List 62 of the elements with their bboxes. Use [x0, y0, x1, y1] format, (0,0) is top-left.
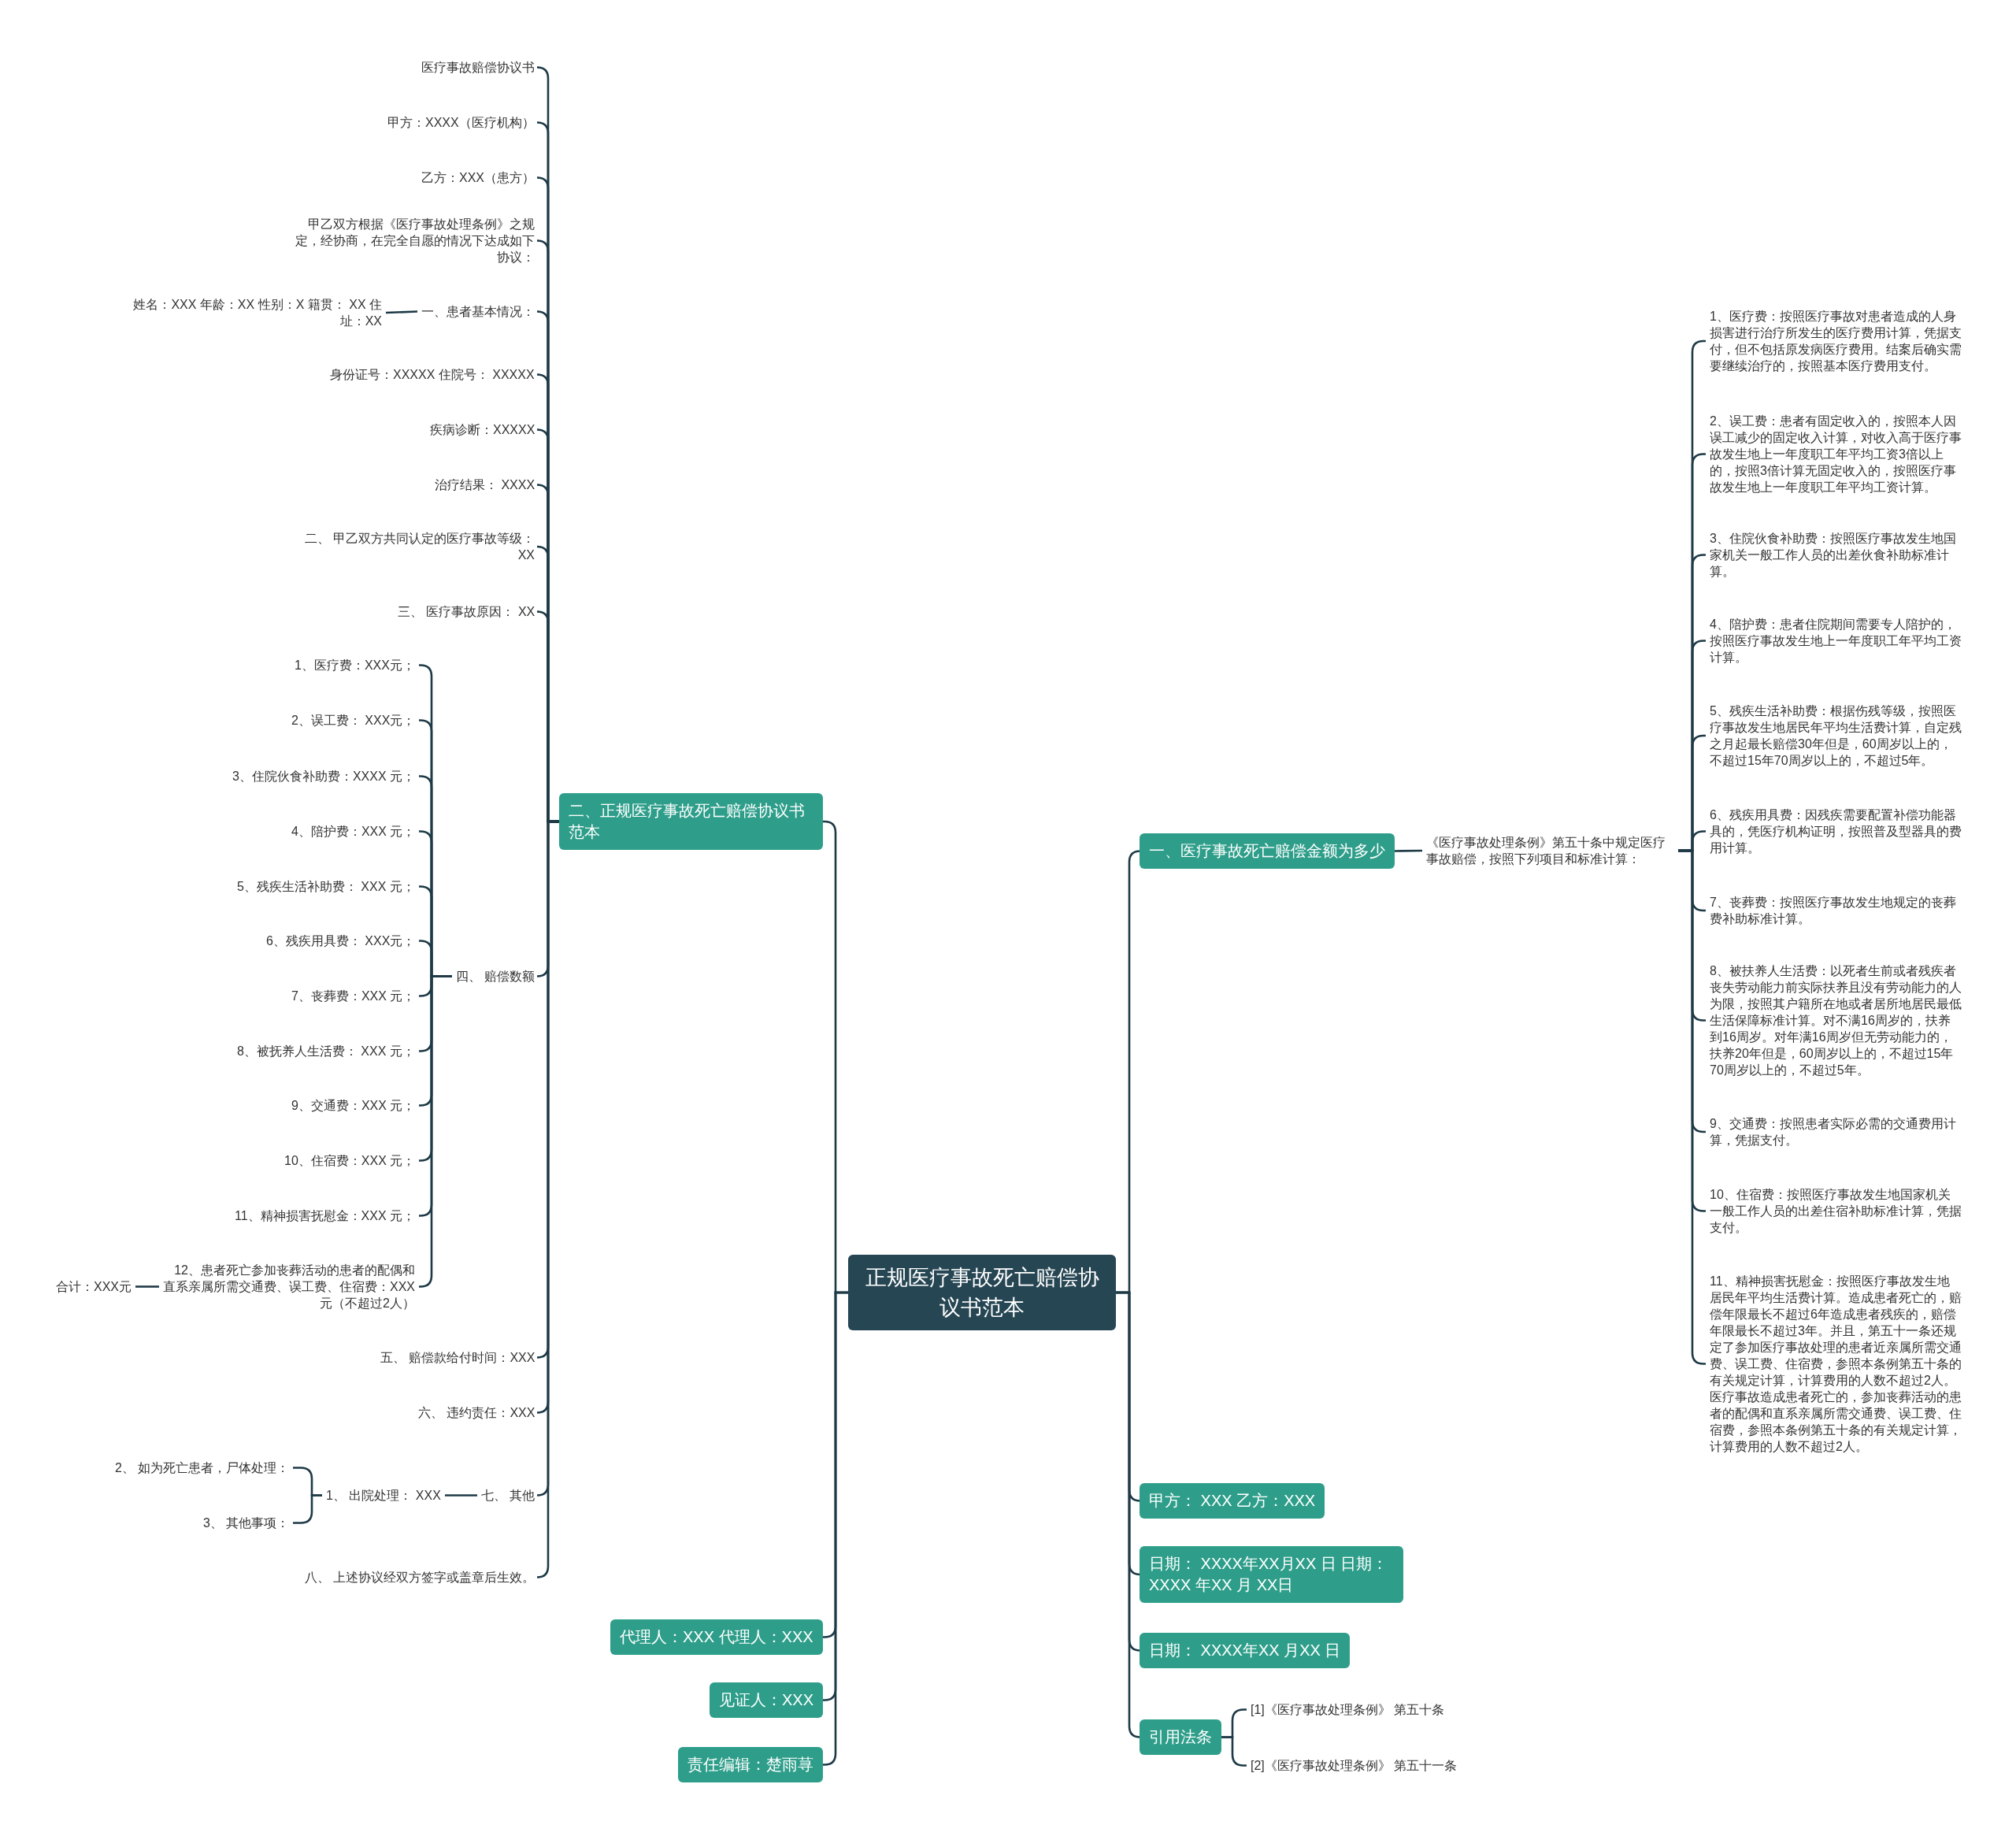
- topic-text: 二、 甲乙双方共同认定的医疗事故等级： XX: [287, 530, 539, 563]
- topic-text: 2、误工费：患者有固定收入的，按照本人因误工减少的固定收入计算，对收入高于医疗事故发生地上一年度职工年平均工资3倍以上的，按照3倍计算无固定收入的，按照医疗事故发生地上一年度职工年平均工资计算。: [1706, 412, 1966, 495]
- topic-box: 引用法条: [1140, 1719, 1221, 1755]
- topic-text: 4、陪护费：患者住院期间需要专人陪护的，按照医疗事故发生地上一年度职工年平均工资计算。: [1706, 615, 1966, 666]
- topic-text: 甲方：XXXX（医疗机构）: [384, 113, 539, 131]
- topic-text: 一、患者基本情况：: [417, 302, 539, 320]
- topic-text: 3、住院伙食补助费：XXXX 元；: [228, 767, 420, 784]
- topic-box: 日期： XXXX年XX 月XX 日: [1140, 1632, 1351, 1668]
- topic-text: 疾病诊断：XXXXX: [426, 421, 539, 438]
- topic-text: 1、医疗费：按照医疗事故对患者造成的人身损害进行治疗所发生的医疗费用计算，凭据支付，但不包括原发病医疗费用。结案后确实需要继续治疗的，按照基本医疗费用支付。: [1706, 308, 1966, 374]
- topic-box: 二、正规医疗事故死亡赔偿协议书范本: [559, 793, 823, 850]
- connector-line: [135, 1285, 159, 1288]
- topic-text: 1、 出院处理： XXX: [322, 1486, 445, 1504]
- central-topic-box: 正规医疗事故死亡赔偿协议书范本: [848, 1255, 1116, 1330]
- topic-text: 《医疗事故处理条例》第五十条中规定医疗事故赔偿，按照下列项目和标准计算：: [1422, 834, 1678, 867]
- topic-text: 10、住宿费：XXX 元；: [280, 1152, 420, 1169]
- topic-text: 合计：XXX元: [52, 1278, 135, 1295]
- topic-box: 甲方： XXX 乙方：XXX: [1140, 1482, 1325, 1519]
- topic-text: 八、 上述协议经双方签字或盖章后生效。: [301, 1568, 539, 1586]
- connector-line: [445, 1494, 477, 1497]
- topic-text: 5、残疾生活补助费：根据伤残等级，按照医疗事故发生地居民年平均生活费计算，自定残之月起最长赔偿30年但是，60周岁以上的，不超过15年70周岁以上的，不超过5年。: [1706, 703, 1966, 769]
- topic-text: 3、住院伙食补助费：按照医疗事故发生地国家机关一般工作人员的出差伙食补助标准计算。: [1706, 529, 1966, 580]
- topic-text: 四、 赔偿数额: [452, 967, 539, 985]
- connector-line: [1221, 1736, 1247, 1767]
- topic-text: 6、残疾用具费： XXX元；: [262, 932, 420, 949]
- topic-text: 5、残疾生活补助费： XXX 元；: [233, 877, 419, 895]
- topic-text: 3、 其他事项：: [199, 1514, 294, 1531]
- topic-text: 10、住宿费：按照医疗事故发生地国家机关一般工作人员的出差住宿补助标准计算，凭据支付。: [1706, 1185, 1966, 1236]
- topic-box: 一、医疗事故死亡赔偿金额为多少: [1140, 833, 1395, 869]
- topic-text: 身份证号：XXXXX 住院号： XXXXX: [326, 365, 539, 383]
- connector-line: [1395, 849, 1422, 852]
- topic-text: 乙方：XXX（患方）: [417, 169, 539, 186]
- connector-line: [385, 310, 418, 314]
- topic-text: 6、残疾用具费：因残疾需要配置补偿功能器具的，凭医疗机构证明，按照普及型器具的费用计算。: [1706, 806, 1966, 856]
- topic-text: 甲乙双方根据《医疗事故处理条例》之规定，经协商，在完全自愿的情况下达成如下协议：: [287, 215, 539, 265]
- topic-box: 见证人：XXX: [710, 1682, 824, 1718]
- topic-text: 2、 如为死亡患者，尸体处理：: [111, 1459, 294, 1476]
- topic-text: [1]《医疗事故处理条例》 第五十条: [1247, 1701, 1449, 1718]
- topic-text: 7、丧葬费：按照医疗事故发生地规定的丧葬费补助标准计算。: [1706, 894, 1966, 927]
- topic-text: 五、 赔偿款给付时间：XXX: [376, 1348, 539, 1366]
- topic-text: 2、误工费： XXX元；: [287, 711, 420, 729]
- connector-line: [293, 1494, 322, 1524]
- topic-box: 日期： XXXX年XX月XX 日 日期：XXXX 年XX 月 XX日: [1140, 1546, 1403, 1603]
- topic-text: 1、医疗费：XXX元；: [291, 656, 419, 673]
- topic-text: 七、 其他: [477, 1486, 539, 1504]
- topic-box: 代理人：XXX 代理人：XXX: [610, 1619, 823, 1655]
- topic-text: 8、被扶养人生活费：以死者生前或者残疾者丧失劳动能力前实际扶养且没有劳动能力的人为限，按照其户籍所在地或者居所地居民最低生活保障标准计算。对不满16周岁的，扶养到16周岁。对年满16周岁但无劳动能力的，扶养20年但是，60周岁以上的，不超过15年70周岁以上的，不超过5年。: [1706, 962, 1966, 1078]
- topic-text: 治疗结果： XXXX: [431, 476, 539, 493]
- topic-text: 医疗事故赔偿协议书: [417, 58, 539, 76]
- topic-text: 11、精神损害抚慰金：按照医疗事故发生地居民年平均生活费计算。造成患者死亡的，赔偿年限最长不超过6年造成患者残疾的，赔偿年限最长不超过3年。并且，第五十一条还规定了参加医疗事故处理的患者近亲属所需交通费、误工费、住宿费，参照本条例第五十条的有关规定计算，计算费用的人数不超过2人。医疗事故造成患者死亡的，参加丧葬活动的患者的配偶和直系亲属所需交通费、误工费、住宿费，参照本条例第五十条的有关规定计算，计算费用的人数不超过2人。: [1706, 1272, 1966, 1455]
- topic-text: 三、 医疗事故原因： XX: [394, 603, 539, 620]
- topic-text: 8、被抚养人生活费： XXX 元；: [233, 1042, 419, 1059]
- topic-text: 12、患者死亡参加丧葬活动的患者的配偶和直系亲属所需交通费、误工费、住宿费：XXX元（不超过2人）: [159, 1261, 419, 1311]
- topic-text: 7、丧葬费：XXX 元；: [287, 987, 420, 1004]
- topic-text: 9、交通费：按照患者实际必需的交通费用计算，凭据支付。: [1706, 1115, 1966, 1148]
- topic-text: 姓名：XXX 年龄：XX 性别：X 籍贯： XX 住址：XX: [126, 296, 386, 329]
- topic-text: 六、 违约责任：XXX: [414, 1404, 539, 1421]
- topic-text: 9、交通费：XXX 元；: [287, 1096, 420, 1114]
- topic-text: 11、精神损害抚慰金：XXX 元；: [231, 1207, 420, 1224]
- topic-text: 4、陪护费：XXX 元；: [287, 822, 420, 840]
- topic-box: 责任编辑：楚雨荨: [678, 1746, 823, 1782]
- topic-text: [2]《医疗事故处理条例》 第五十一条: [1247, 1756, 1462, 1774]
